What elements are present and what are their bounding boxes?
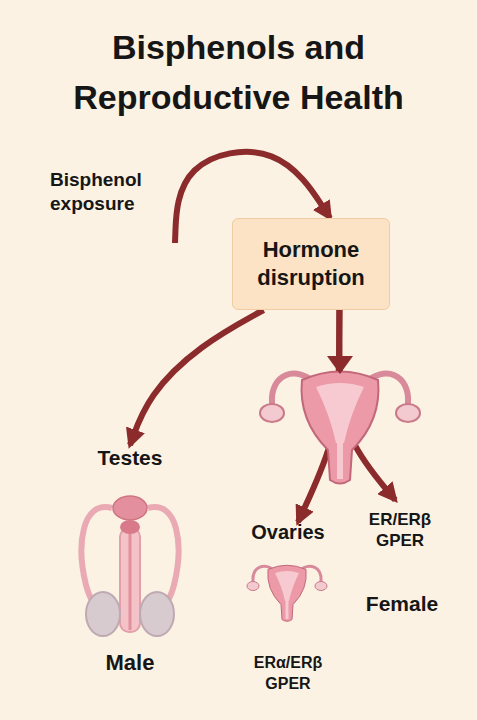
prostate [120, 520, 140, 534]
node-heading: Testes [98, 445, 163, 471]
node-heading: ER/ERβ GPER [352, 509, 448, 551]
ovary-illustration [247, 565, 327, 621]
text-node: OvariesERα/ERβ GPER [238, 522, 338, 694]
sex-label: Male [70, 650, 190, 676]
text-node: Testes [60, 445, 200, 645]
bladder [113, 496, 147, 520]
vas-deferens [82, 507, 112, 606]
uterus-illustration [260, 372, 420, 484]
diagram-title: Bisphenols and Reproductive Health [30, 22, 447, 122]
node-heading: Ovaries [251, 522, 324, 543]
vas-deferens [148, 507, 178, 606]
process-box: Hormone disruption [232, 218, 390, 310]
node-body: ERα/ERβ GPER [238, 652, 338, 694]
arrow-head [327, 356, 353, 374]
male-illustration [82, 496, 179, 636]
text-node: Bisphenol exposure [50, 168, 175, 243]
testis [86, 592, 120, 636]
urethra [129, 520, 132, 630]
node-heading: Bisphenol exposure [50, 168, 175, 216]
sex-label: Female [352, 592, 452, 616]
node-heading: Hormone disruption [239, 236, 383, 292]
testis [140, 592, 174, 636]
flow-arrow [130, 310, 264, 445]
text-node: ER/ERβ GPER [352, 500, 448, 560]
